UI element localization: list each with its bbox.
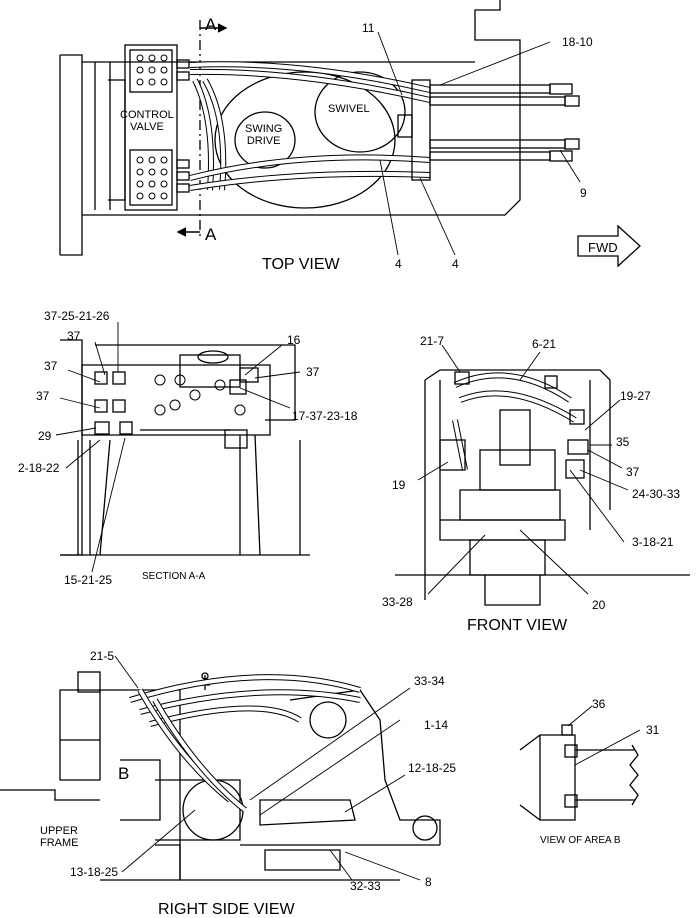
- section-marker-b: B: [118, 764, 130, 783]
- callout: 15-21-25: [64, 573, 113, 587]
- fwd-label: FWD: [588, 240, 618, 255]
- callout: 13-18-25: [70, 865, 119, 879]
- callout: 37: [67, 329, 81, 343]
- section-marker-a-bottom: A: [205, 225, 217, 244]
- top-view-drawing: [59, 0, 641, 268]
- callout: 21-7: [420, 334, 445, 348]
- view-of-area-b-title: VIEW OF AREA B: [540, 835, 621, 846]
- section-marker-a-top: A: [205, 15, 217, 34]
- swivel-label: SWIVEL: [328, 103, 370, 115]
- section-aa-title: SECTION A-A: [142, 571, 206, 582]
- front-view-title: FRONT VIEW: [467, 617, 568, 634]
- callout: 17-37-23-18: [292, 409, 358, 423]
- callout: 4: [395, 257, 402, 271]
- callout: 37: [306, 365, 320, 379]
- callout: 2-18-22: [18, 461, 60, 475]
- callout: 31: [646, 723, 660, 737]
- callout: 32-33: [350, 879, 381, 893]
- callout: 4: [452, 257, 459, 271]
- callout: 21-5: [90, 649, 115, 663]
- right-side-view-title: RIGHT SIDE VIEW: [158, 901, 295, 918]
- callout: 6-21: [532, 337, 557, 351]
- callout: 20: [592, 598, 606, 612]
- callout: 37: [44, 359, 58, 373]
- callout: 33-34: [414, 674, 445, 688]
- right-side-view-drawing: [0, 655, 441, 881]
- front-view-drawing: [395, 344, 690, 606]
- callout: 11: [362, 21, 375, 35]
- callout: 24-30-33: [632, 487, 681, 501]
- callout: 18-10: [562, 35, 593, 49]
- top-view-title: TOP VIEW: [262, 256, 340, 273]
- control-valve-label: CONTROL VALVE: [120, 109, 174, 133]
- callout: 33-28: [382, 595, 413, 609]
- callout: 37: [36, 389, 50, 403]
- area-b-drawing: [519, 705, 641, 821]
- callout: 9: [580, 186, 587, 200]
- callout: 16: [287, 333, 301, 347]
- callout: 36: [592, 697, 606, 711]
- callout: 3-18-21: [632, 535, 674, 549]
- callout: 1-14: [424, 718, 449, 732]
- callout: 12-18-25: [408, 761, 457, 775]
- section-aa-drawing: [55, 322, 310, 573]
- callout: 8: [425, 875, 432, 889]
- upper-frame-label: UPPER FRAME: [40, 825, 79, 849]
- swing-drive-label: SWING DRIVE: [245, 123, 283, 147]
- callout: 29: [38, 429, 52, 443]
- callout: 37: [626, 465, 640, 479]
- callout: 35: [616, 435, 630, 449]
- callout: 37-25-21-26: [44, 309, 110, 323]
- callout: 19: [392, 478, 406, 492]
- callout: 19-27: [620, 389, 651, 403]
